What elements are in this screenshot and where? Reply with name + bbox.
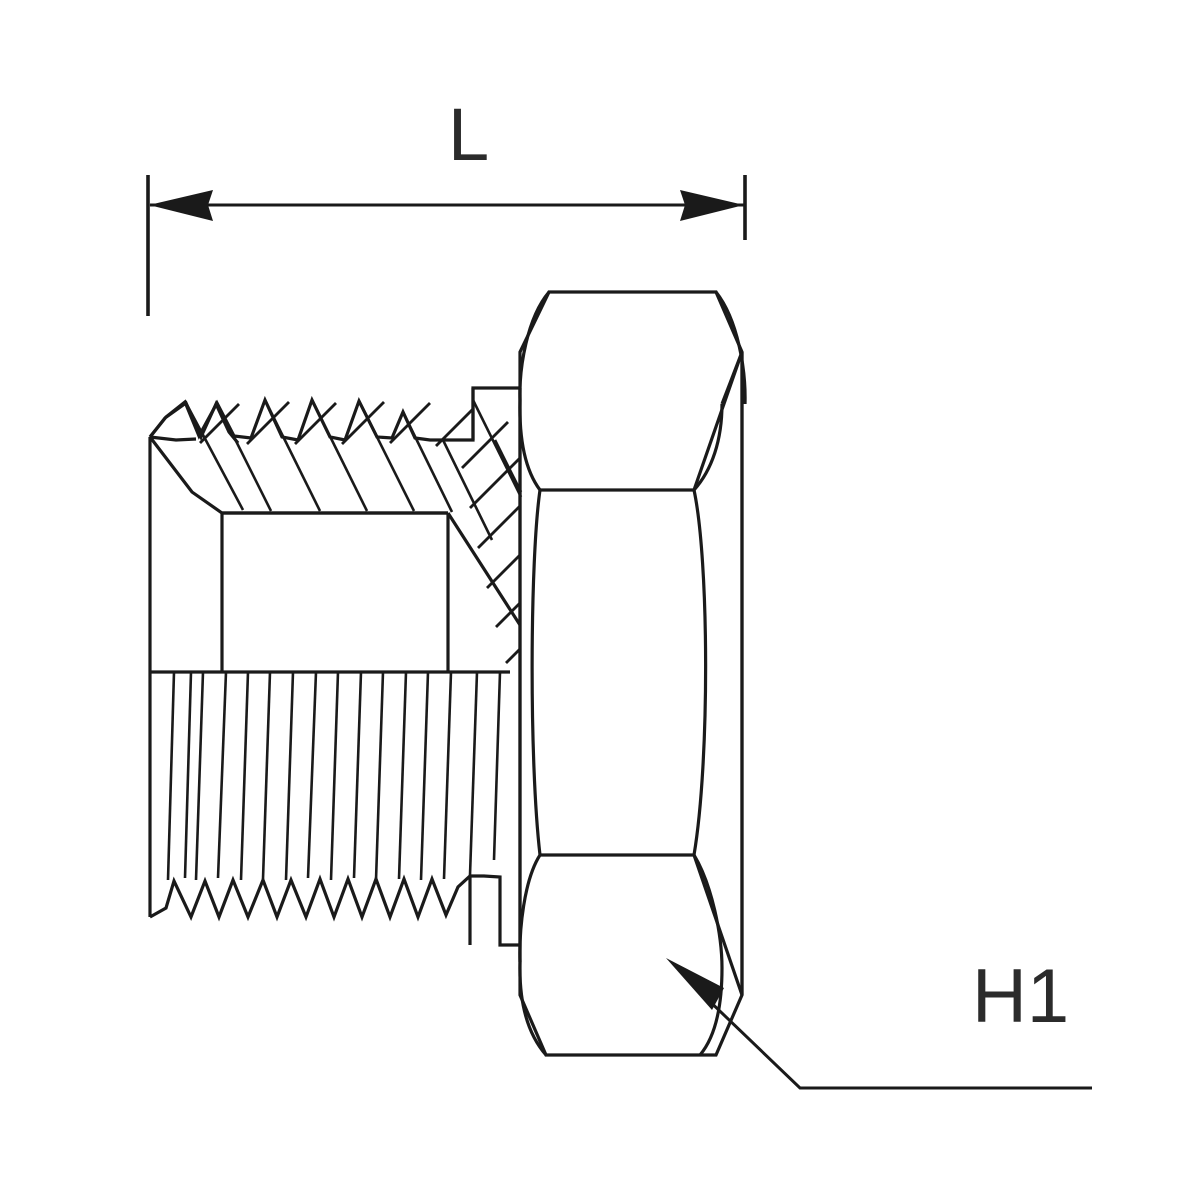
internal-bore	[150, 511, 510, 674]
hex-outer-silhouette	[518, 290, 744, 1057]
hex-chamfer-arc-bottom-right	[698, 967, 724, 1057]
hex-flank-edge-upper-right	[692, 351, 744, 491]
dimension-L-label: L	[448, 93, 490, 176]
dimension-L: L	[146, 93, 747, 316]
dimension-L-arrowhead-right	[680, 190, 744, 221]
hex-chamfer-arc-lower-left	[518, 854, 542, 963]
dimension-L-arrowhead-left	[149, 190, 213, 221]
thread-root-zigzag-bottom	[149, 874, 520, 947]
section-hatching-upper	[199, 401, 521, 664]
hex-chamfer-arc-bottom-left	[518, 961, 548, 1057]
hex-head	[518, 290, 747, 1057]
bore-chamfer-upper-right	[446, 512, 522, 626]
hex-chamfer-arc-top-right	[714, 291, 747, 405]
hex-face-division-upper-left	[518, 399, 542, 491]
hex-chamfer-arc-lower-right	[692, 854, 724, 969]
hex-barrel-curve-left	[530, 489, 542, 856]
dimension-H1-leader-line	[698, 990, 1092, 1090]
dimension-H1: H1	[666, 954, 1092, 1090]
hex-chamfer-arc-top-left	[518, 290, 551, 401]
thread-root-lines-bottom	[166, 671, 502, 881]
dimension-H1-label: H1	[972, 954, 1069, 1039]
thread-inner-boundary-top	[148, 436, 448, 515]
dimension-H1-arrowhead	[666, 958, 724, 1010]
thread-crest-zigzag-top	[148, 386, 520, 442]
threaded-body	[148, 386, 523, 947]
hex-barrel-curve-right	[692, 489, 708, 856]
